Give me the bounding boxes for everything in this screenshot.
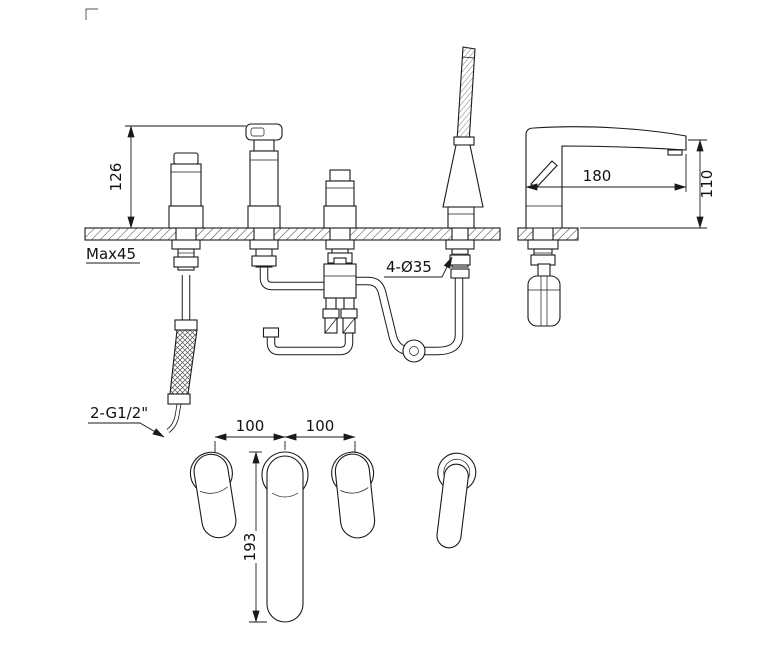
handshower-front xyxy=(442,46,484,279)
dim-126-label: 126 xyxy=(107,163,125,192)
spout-side-view xyxy=(525,126,687,327)
supply-hose xyxy=(166,319,198,433)
dim-180: 180 xyxy=(525,154,687,192)
pipe-end-nut xyxy=(262,327,280,338)
handshower-cone xyxy=(442,144,484,208)
hose-top-fitting xyxy=(174,319,198,331)
tee-body xyxy=(323,263,357,299)
dim-100-left-label: 100 xyxy=(236,417,265,435)
dim-180-label: 180 xyxy=(583,167,612,185)
hole-diameter-label: 4-Ø35 xyxy=(386,258,432,276)
dim-110-label: 110 xyxy=(698,170,716,199)
thread-size-label: 2-G1/2" xyxy=(90,404,148,422)
hose-bottom-fitting xyxy=(167,393,191,405)
left-handle-valve-front xyxy=(168,152,204,271)
dim-110: 110 xyxy=(580,139,716,229)
connection-pipes xyxy=(181,266,464,356)
aerator xyxy=(667,149,683,156)
dim-100-right-label: 100 xyxy=(306,417,335,435)
deck-thickness-note: Max45 xyxy=(86,245,140,264)
plan-right-handle xyxy=(331,451,376,539)
dim-193: 193 xyxy=(241,451,267,623)
frame-corner-mark xyxy=(85,8,98,20)
hose-loop xyxy=(402,339,426,363)
handshower-cradle xyxy=(447,206,475,229)
dim-193-label: 193 xyxy=(241,533,259,562)
spout-front xyxy=(245,123,283,268)
dim-126: 126 xyxy=(107,125,246,229)
hose-weight xyxy=(527,275,561,327)
plan-spout xyxy=(261,451,309,623)
diverter-valve-front xyxy=(322,169,358,334)
handshower-wand xyxy=(456,46,476,144)
plan-left-handle xyxy=(189,451,237,539)
dim-100-pair: 100 100 xyxy=(214,417,356,452)
thread-size-note: 2-G1/2" xyxy=(88,404,165,438)
max-deck-thickness-label: Max45 xyxy=(86,245,136,263)
plan-handshower xyxy=(436,452,477,549)
hole-diameter-note: 4-Ø35 xyxy=(384,256,453,278)
